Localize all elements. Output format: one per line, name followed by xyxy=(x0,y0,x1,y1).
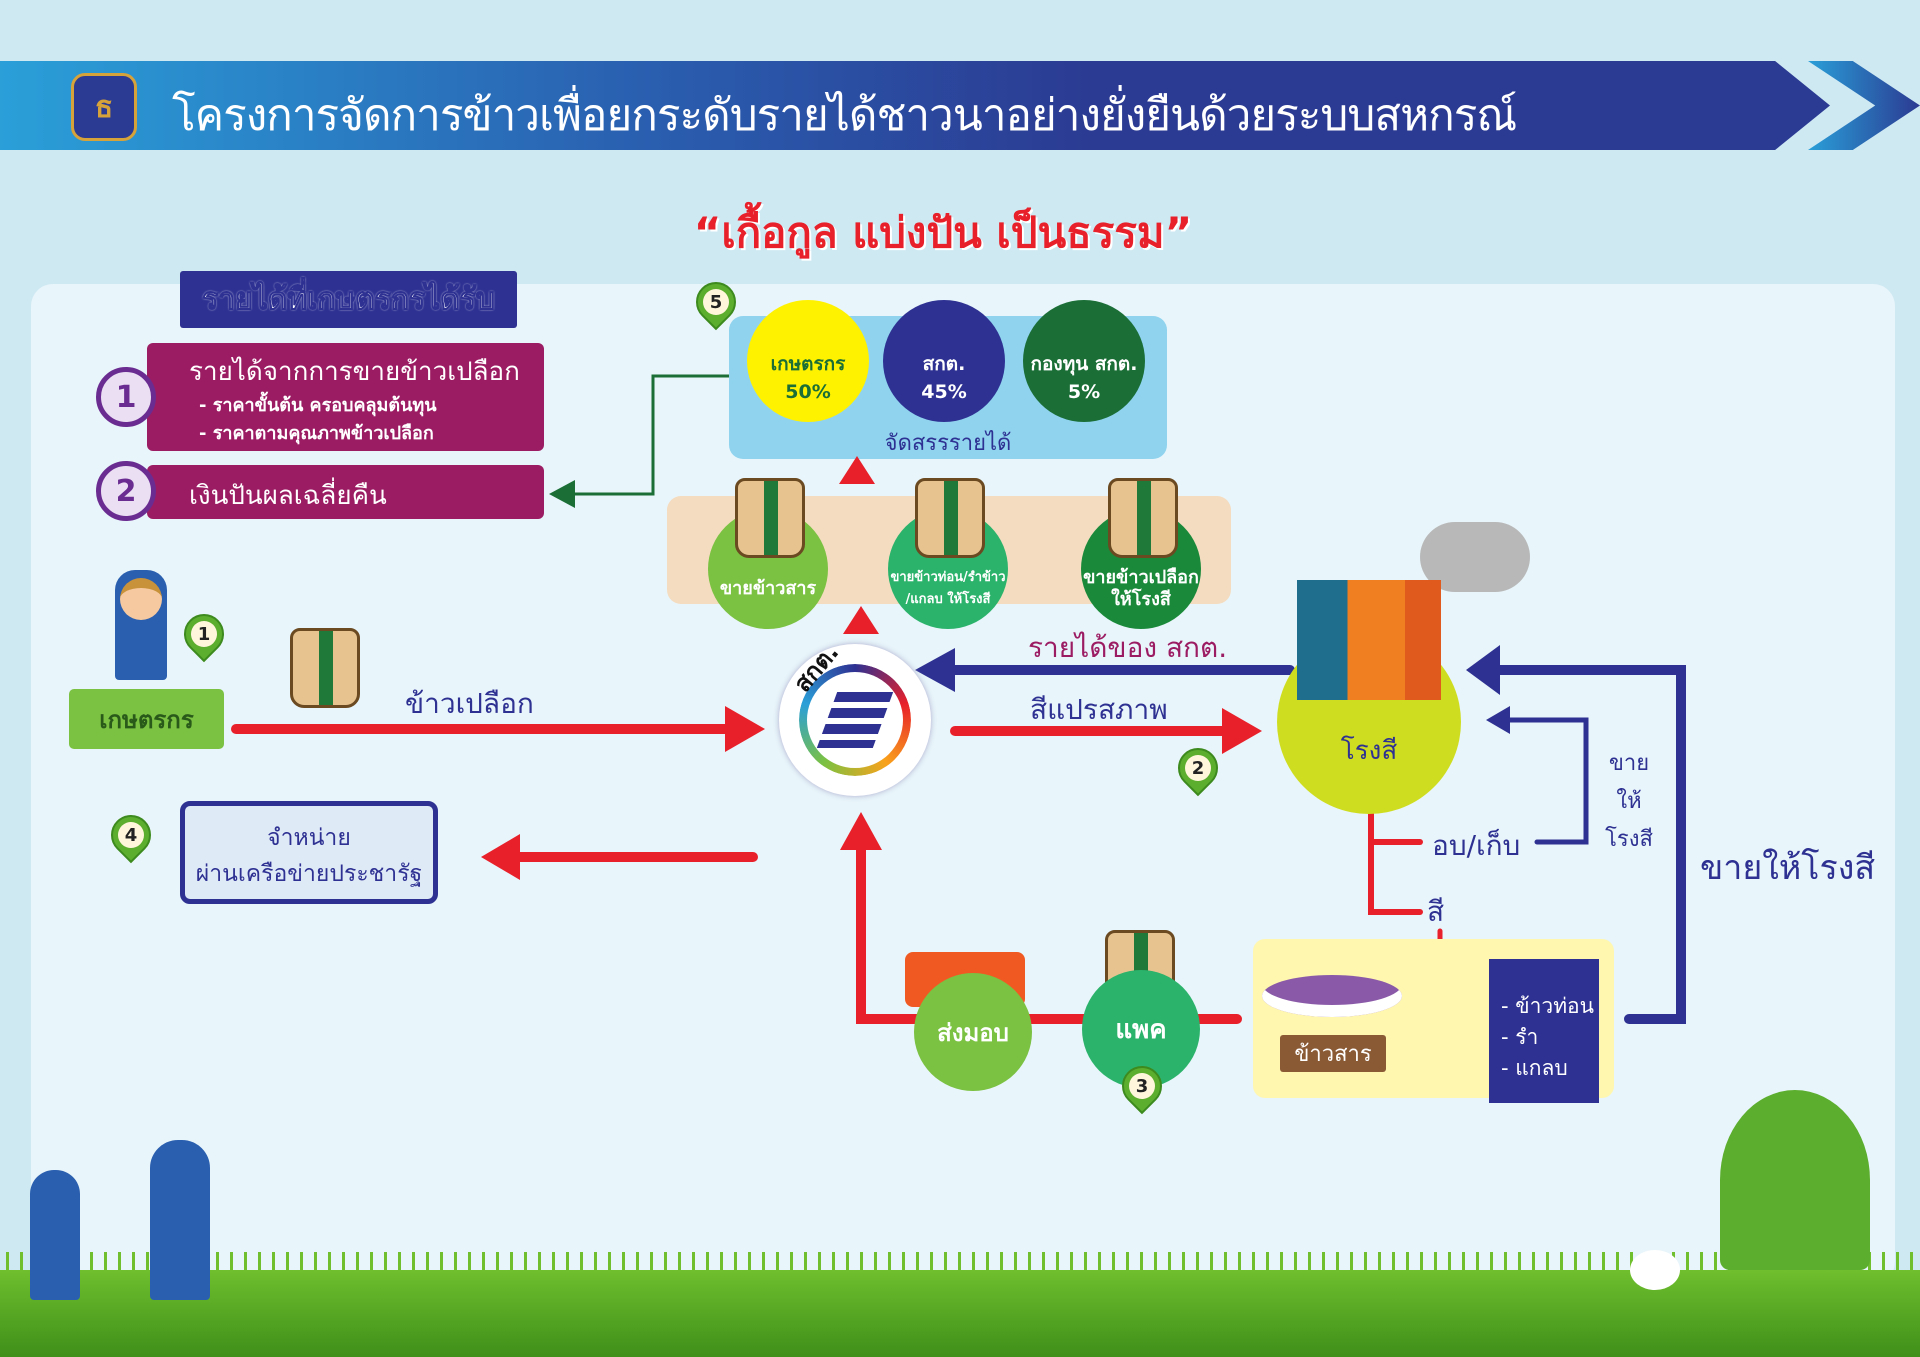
rice-plate-icon xyxy=(1262,975,1402,1017)
paddy-label: ข้าวเปลือก xyxy=(405,687,534,720)
arrowhead xyxy=(1222,708,1262,754)
title-banner xyxy=(0,61,1830,150)
dividend-line xyxy=(558,374,731,496)
allocation-label: จัดสรรรายได้ xyxy=(884,431,1012,456)
share-skt: สกต.45% xyxy=(883,300,1005,422)
byproducts-box: - ข้าวท่อน- รำ- แกลบ xyxy=(1489,959,1599,1103)
arrowhead xyxy=(549,480,575,508)
farmer-woman-icon xyxy=(30,1170,80,1300)
factory-icon xyxy=(1297,580,1441,700)
map-pin-1-icon: 1 xyxy=(175,605,233,670)
grass-decoration xyxy=(0,1252,1920,1357)
share-fund: กองทุน สกต.5% xyxy=(1023,300,1145,422)
income-item-2: เงินปันผลเฉลี่ยคืน xyxy=(147,465,544,519)
rice-mill: โรงสี xyxy=(1277,580,1461,814)
rice-sack-icon xyxy=(915,478,985,558)
distribution-box: จำหน่ายผ่านเครือข่ายประชารัฐ xyxy=(180,801,438,904)
map-pin-2-icon: 2 xyxy=(1169,739,1227,804)
farmer-man-icon xyxy=(150,1140,210,1300)
sell-to-mill-line xyxy=(1485,665,1686,1024)
paddy-sack-icon xyxy=(290,628,360,708)
milled-rice-label: ข้าวสาร xyxy=(1280,1035,1386,1072)
arrowhead xyxy=(1466,645,1500,695)
sell-to-mill-label: ขายให้โรงสี xyxy=(1700,848,1876,888)
up-arrow-icon xyxy=(843,606,879,634)
rice-sack-icon xyxy=(1108,478,1178,558)
income-heading: รายได้ที่เกษตรกรได้รับ xyxy=(180,271,517,328)
map-pin-3-icon: 3 xyxy=(1113,1057,1171,1122)
arrowhead xyxy=(915,648,955,692)
baac-logo: ธ xyxy=(71,73,137,141)
income-item-1: รายได้จากการขายข้าวเปลือก - ราคาขั้นต้น … xyxy=(147,343,544,451)
tree-icon xyxy=(1720,1090,1870,1270)
mill-sell-line xyxy=(1497,717,1589,845)
skt-logo: สกต. xyxy=(779,638,931,796)
up-arrow-icon xyxy=(839,456,875,484)
farmer-label: เกษตรกร xyxy=(69,689,224,749)
deliver-step: ส่งมอบ xyxy=(914,973,1032,1091)
sale-paddy-to-mill: ขายข้าวเปลือก ให้โรงสี xyxy=(1081,509,1201,629)
milling-label: สี xyxy=(1427,895,1445,928)
sell-to-mill-small-label: ขายให้ โรงสี xyxy=(1605,751,1653,852)
number-badge-2: 2 xyxy=(96,461,156,521)
skt-income-label: รายได้ของ สกต. xyxy=(1028,631,1228,664)
rice-sack-icon xyxy=(735,478,805,558)
farmer-head-icon xyxy=(120,578,162,620)
arrowhead xyxy=(725,706,765,752)
arrowhead xyxy=(840,812,882,850)
income-item-sub: - ราคาตามคุณภาพข้าวเปลือก xyxy=(199,423,434,444)
number-badge-1: 1 xyxy=(96,367,156,427)
income-item-title: รายได้จากการขายข้าวเปลือก xyxy=(189,357,520,387)
dry-store-label: อบ/เก็บ xyxy=(1432,829,1521,862)
mill-bracket xyxy=(1368,809,1423,915)
chicken-icon xyxy=(1630,1250,1680,1290)
income-item-sub: - ราคาขั้นต้น ครอบคลุมต้นทุน xyxy=(199,395,437,416)
map-pin-5-icon: 5 xyxy=(687,273,745,338)
arrowhead xyxy=(1486,706,1510,734)
slogan: “เกื้อกูล แบ่งปัน เป็นธรรม” xyxy=(693,208,1193,257)
page-title: โครงการจัดการข้าวเพื่อยกระดับรายได้ชาวนา… xyxy=(172,90,1517,141)
map-pin-4-icon: 4 xyxy=(102,806,160,871)
arrowhead xyxy=(481,834,520,880)
processing-label: สีแปรสภาพ xyxy=(1030,693,1168,726)
